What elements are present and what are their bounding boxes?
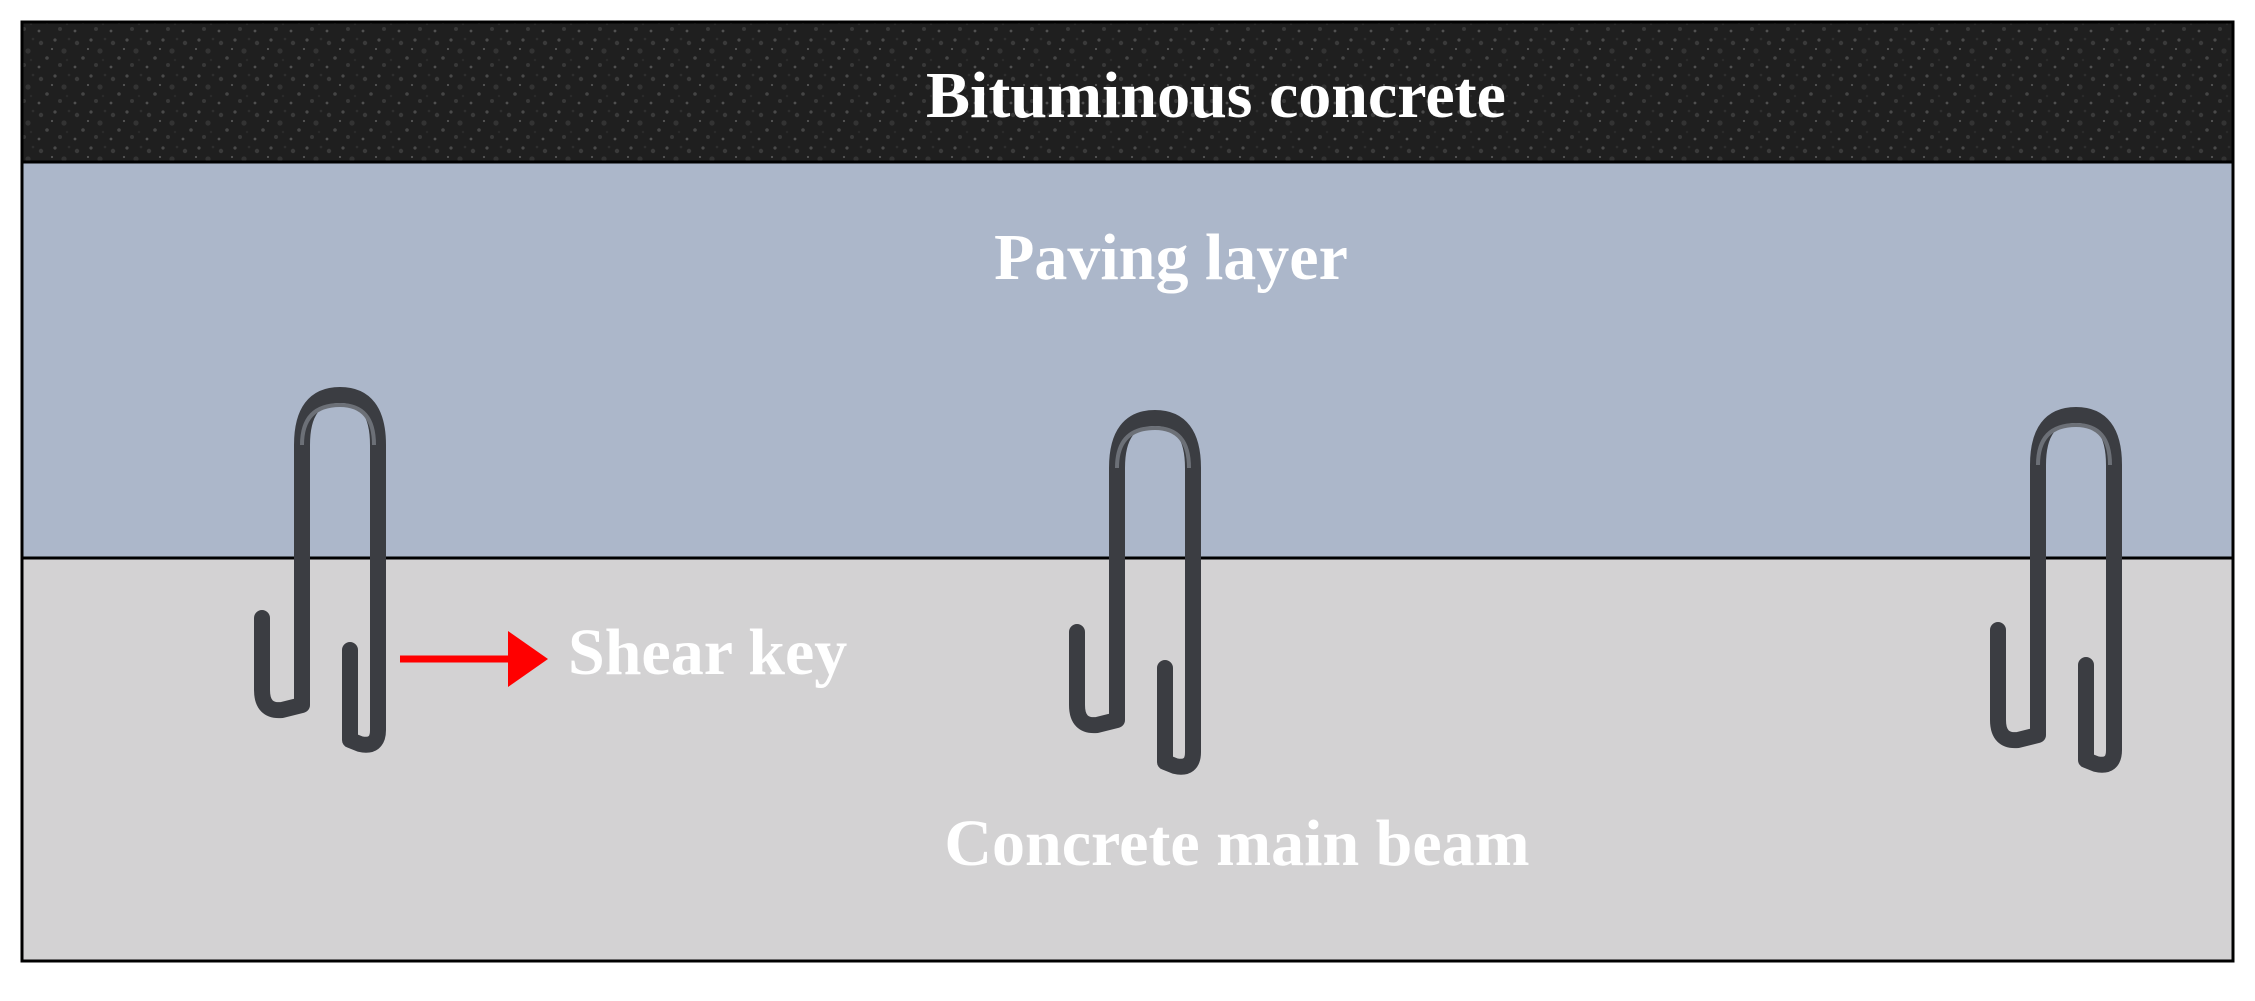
bituminous-concrete-layer [22, 22, 2233, 162]
concrete-main-beam-layer [22, 558, 2233, 961]
shear-key-label: Shear key [568, 616, 847, 689]
shear-key-2 [1069, 410, 1201, 775]
bituminous-concrete-label: Bituminous concrete [926, 59, 1506, 132]
paving-layer [22, 162, 2233, 558]
shear-key-1 [254, 387, 386, 753]
paving-layer-label: Paving layer [994, 221, 1348, 294]
concrete-main-beam-label: Concrete main beam [944, 807, 1529, 880]
shear-key-3 [1990, 407, 2122, 773]
shear-key-arrow [400, 631, 548, 687]
diagram-frame [20, 20, 2235, 963]
